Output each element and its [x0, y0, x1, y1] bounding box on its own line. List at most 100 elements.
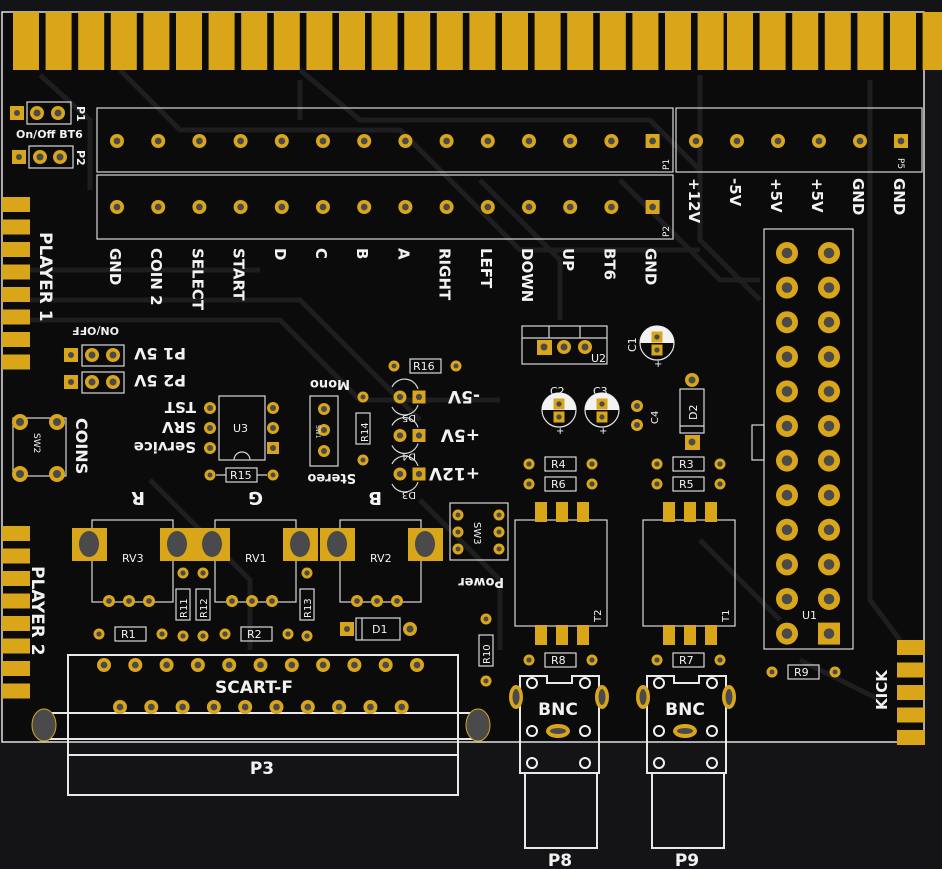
traces [20, 68, 902, 703]
cap-pad [651, 331, 663, 343]
resistor-pad [586, 458, 598, 470]
potentiometer-rv1[interactable]: RV1 [195, 519, 318, 607]
led-pad [412, 429, 426, 442]
service-pins[interactable] [204, 402, 216, 454]
edge-finger [922, 12, 942, 70]
edge-finger [792, 12, 819, 70]
c1-ref: C1 [626, 337, 639, 352]
audio-switch-sw1[interactable] [309, 395, 339, 467]
header-p2-pin [151, 200, 166, 214]
sw1-ref: SW1 [314, 425, 321, 439]
c4-ref: C4 [650, 411, 661, 424]
u1-pin [818, 345, 840, 368]
header-p2-ref: P2 [662, 226, 672, 237]
driver-t1: T1 [642, 502, 736, 645]
cap-pad [596, 398, 608, 410]
header-p2[interactable] [110, 200, 660, 214]
tst-label: TST [164, 398, 196, 416]
led-d5: D5-5V [391, 378, 480, 423]
scart-pin [269, 700, 284, 714]
pin-label: RIGHT [436, 248, 454, 301]
header-p1-pin [316, 134, 330, 148]
edge-finger [897, 685, 925, 700]
on-off-label: ON/OFF [72, 324, 119, 337]
resistor-r16 [388, 358, 462, 374]
edge-finger [208, 12, 235, 70]
u1-pin [818, 276, 840, 299]
header-u1[interactable] [776, 242, 840, 645]
player2-edge-connector [2, 526, 30, 699]
scart-pin [378, 658, 393, 672]
led-ref: D4 [402, 451, 416, 462]
resistor-r3: R3 [651, 456, 726, 472]
edge-finger [2, 242, 30, 257]
header-p2-pin [233, 200, 248, 214]
edge-finger [897, 730, 925, 745]
potentiometer-rv3[interactable]: RV3 [72, 519, 195, 607]
mono-label: Mono [310, 376, 350, 391]
cap-polarity: + [654, 359, 662, 370]
header-p1-pin [151, 134, 166, 148]
resistor-pad [714, 458, 726, 470]
edge-finger [2, 264, 30, 280]
edge-finger [2, 287, 30, 302]
resistor-ref: R5 [679, 478, 694, 491]
jumper-p1-5v[interactable] [64, 344, 125, 367]
p5-pin-label: +5V [767, 178, 785, 213]
led-d4: D4+5V [391, 416, 480, 462]
scart-pin [97, 658, 111, 672]
cap-polarity: + [599, 426, 607, 437]
u1-pin [776, 622, 798, 645]
coins-switch-sw2[interactable] [12, 414, 67, 482]
pot-ref: RV3 [122, 552, 144, 565]
header-p5-pin [771, 134, 785, 148]
edge-finger [897, 707, 925, 723]
cap-pad [651, 344, 663, 356]
edge-finger [2, 661, 30, 676]
header-p1-pin [233, 134, 248, 148]
resistor-r4: R4 [523, 456, 598, 472]
resistor-ref: R3 [679, 458, 694, 471]
edge-finger [599, 12, 626, 70]
pin-label: D [271, 248, 289, 260]
scart-pin [332, 700, 347, 714]
potentiometer-rv2[interactable]: RV2 [320, 519, 443, 607]
p2-5v-label: P2 5V [133, 371, 186, 390]
service-label: Service [134, 438, 196, 456]
resistor-pad [523, 654, 535, 666]
scart-label: SCART-F [215, 678, 293, 698]
header-p2-pin [522, 200, 536, 214]
jumper-p2-5v[interactable] [64, 371, 125, 394]
c3-ref: C3 [593, 385, 608, 398]
header-p1[interactable] [110, 134, 660, 148]
edge-finger [890, 12, 916, 70]
pin-label: B [353, 248, 371, 259]
regulator-u2 [521, 325, 608, 365]
jumper-p2[interactable] [12, 145, 74, 169]
scart-pin [363, 700, 378, 714]
header-p5-outline [675, 107, 923, 173]
scart-pin [175, 700, 190, 714]
header-p5[interactable] [689, 134, 908, 148]
resistor-ref: R2 [247, 628, 262, 641]
header-p1-pin [563, 134, 578, 148]
kick-label: KICK [873, 669, 891, 710]
scart-housing [67, 754, 459, 796]
header-p2-pin [192, 200, 207, 214]
resistor-pad [586, 654, 598, 666]
scart-pin [238, 700, 253, 714]
pin-label: UP [559, 248, 577, 271]
resistor-pad [523, 458, 535, 470]
led-d3: D3+12V [391, 455, 480, 500]
kick-edge-connector [897, 640, 925, 745]
scart-pin [347, 658, 362, 672]
power-switch-sw3[interactable] [449, 502, 509, 561]
jumper-p1[interactable] [10, 101, 72, 125]
